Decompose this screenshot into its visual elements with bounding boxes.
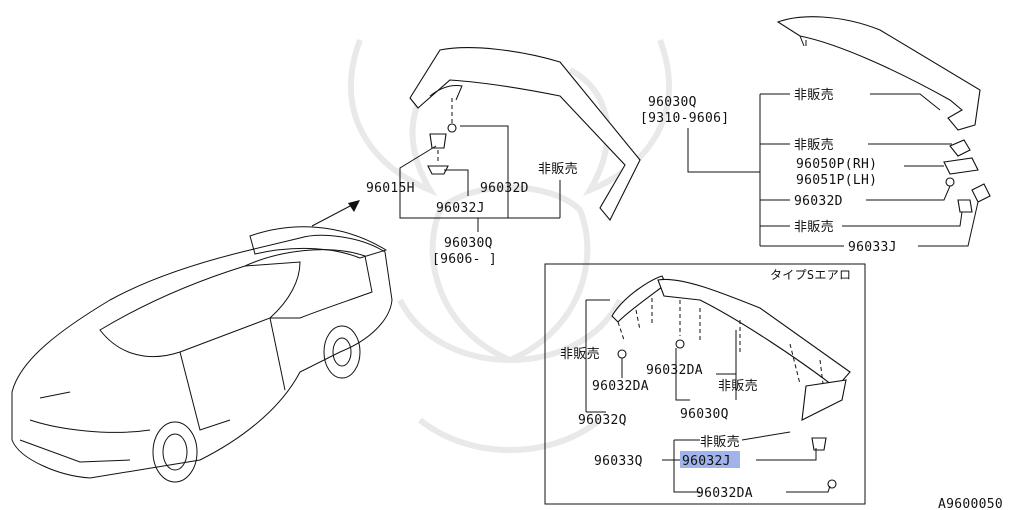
label-spoiler-date-range: [9606- ] bbox=[432, 252, 497, 267]
label-not-for-sale-center: 非販売 bbox=[538, 161, 578, 177]
label-bracket-lh: 96051P(LH) bbox=[796, 173, 877, 188]
center-spoiler-leaders bbox=[399, 125, 561, 232]
early-spoiler-drawing bbox=[776, 16, 991, 213]
highlight-selected-part bbox=[680, 451, 740, 468]
label-ts-not-for-sale-b: 非販売 bbox=[718, 378, 758, 394]
label-ts-not-for-sale-c: 非販売 bbox=[700, 434, 740, 450]
label-ts-grommet-c: 96032DA bbox=[696, 486, 753, 501]
label-ts-grommet-96032q: 96032Q bbox=[578, 413, 627, 428]
pointer-arrow bbox=[311, 200, 360, 227]
car-illustration bbox=[11, 226, 393, 483]
type-s-leaders bbox=[585, 299, 831, 493]
label-early-not-for-sale-a: 非販売 bbox=[794, 87, 834, 103]
label-early-nut-96032d: 96032D bbox=[794, 194, 843, 209]
label-type-s-aero-title: タイプSエアロ bbox=[770, 268, 851, 282]
label-bolt-96015h: 96015H bbox=[366, 181, 415, 196]
label-early-spoiler-range: [9310-9606] bbox=[640, 111, 729, 126]
label-ts-not-for-sale-a: 非販売 bbox=[560, 346, 600, 362]
label-ts-seal-96033q: 96033Q bbox=[594, 454, 643, 469]
label-ts-grommet-b: 96032DA bbox=[646, 363, 703, 378]
center-spoiler-drawing bbox=[409, 47, 641, 221]
label-ts-clip-96032j: 96032J bbox=[682, 454, 731, 469]
label-ts-spoiler-96030q: 96030Q bbox=[680, 407, 729, 422]
label-ts-grommet-a: 96032DA bbox=[592, 379, 649, 394]
label-bracket-rh: 96050P(RH) bbox=[796, 157, 877, 172]
type-s-aero-box bbox=[544, 263, 866, 505]
label-spoiler-96030q: 96030Q bbox=[444, 236, 493, 251]
early-spoiler-leaders bbox=[687, 93, 979, 247]
type-s-spoiler-drawing bbox=[611, 275, 851, 489]
label-early-spoiler-96030q: 96030Q bbox=[648, 95, 697, 110]
label-early-not-for-sale-b: 非販売 bbox=[794, 137, 834, 153]
label-nut-96032d: 96032D bbox=[480, 181, 529, 196]
label-clip-96032j: 96032J bbox=[436, 201, 485, 216]
label-early-not-for-sale-c: 非販売 bbox=[794, 219, 834, 235]
label-early-seal-96033j: 96033J bbox=[848, 240, 897, 255]
figure-id: A9600050 bbox=[938, 497, 1003, 510]
